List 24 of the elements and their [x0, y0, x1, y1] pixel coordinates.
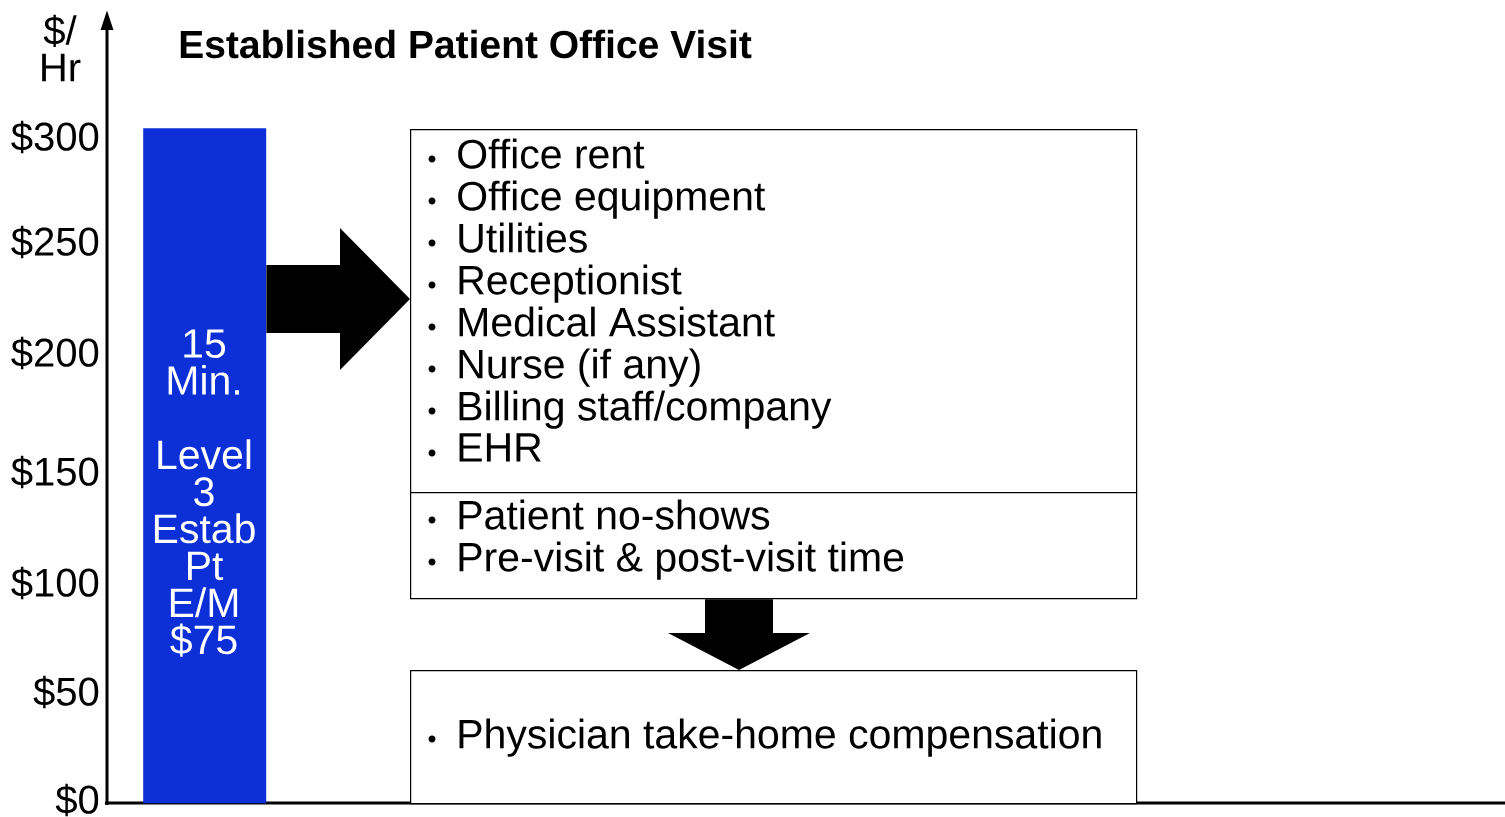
tick-label: $150 — [11, 455, 99, 489]
block-arrow — [266, 228, 410, 370]
tick-label: $0 — [55, 783, 99, 817]
tick-label: $200 — [11, 336, 99, 370]
list-item: Office equipment — [458, 180, 766, 219]
tick-label: $50 — [33, 675, 99, 709]
bar-label: Level 3 Estab Pt E/M $75 — [154, 439, 255, 657]
list-item: EHR — [459, 433, 541, 462]
title: Established Patient Office Visit — [180, 29, 752, 59]
list-item: Utilities — [459, 222, 587, 253]
list-item: Nurse (if any) — [459, 348, 700, 387]
list-item: Receptionist — [459, 264, 682, 303]
list-item: Office rent — [458, 138, 645, 169]
list-item: Patient no-shows — [459, 499, 770, 530]
list-item: Billing staff/company — [459, 390, 832, 429]
axis-label: $/ Hr — [42, 14, 81, 82]
bar-label: 15 Min. — [168, 329, 239, 395]
tick-label: $300 — [11, 120, 99, 154]
list-item: Medical Assistant — [459, 306, 775, 337]
block-arrow — [668, 599, 810, 670]
list-item: Physician take-home compensation — [459, 718, 1101, 757]
list-item: Pre-visit & post-visit time — [459, 541, 904, 580]
tick-label: $250 — [11, 225, 99, 259]
tick-label: $100 — [11, 566, 99, 600]
